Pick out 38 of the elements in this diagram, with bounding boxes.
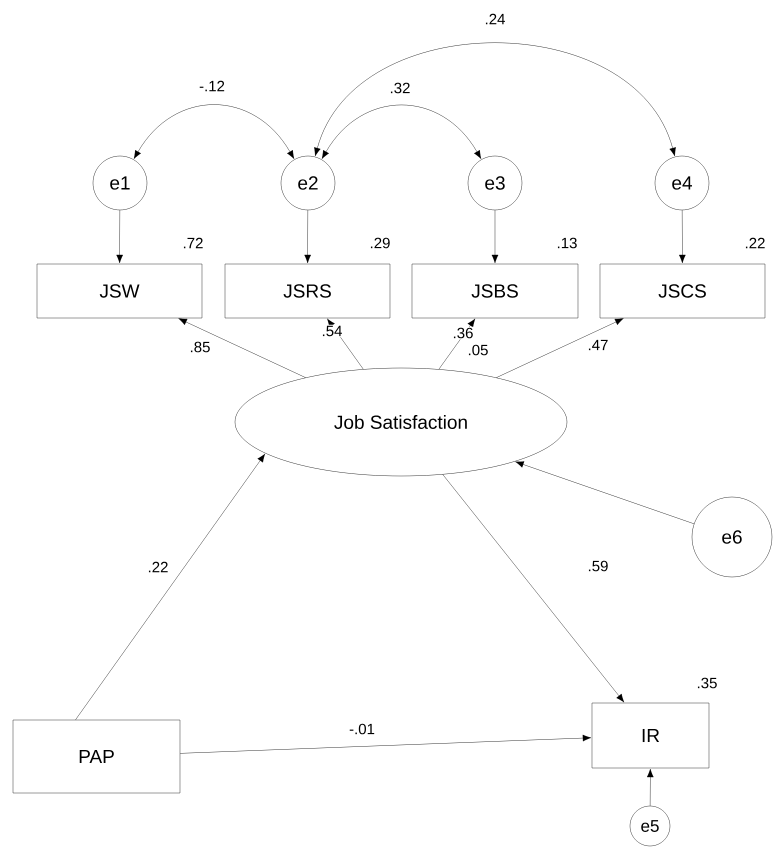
edge-label: .85 [188, 340, 212, 354]
edge-label: -.01 [348, 722, 376, 736]
edge-label: .24 [484, 12, 506, 26]
variable-box: JSRS [224, 264, 390, 318]
covariance-arc [314, 42, 676, 156]
path-arrow [178, 318, 306, 378]
r-squared-value: .22 [746, 238, 765, 248]
path-arrow [678, 210, 686, 264]
covariance-arc [134, 104, 294, 159]
variable-box: JSW [36, 264, 202, 318]
variable-box: IR [592, 702, 710, 768]
variable-box: PAP [12, 720, 180, 794]
path-arrow [492, 210, 498, 264]
path-arrow [646, 768, 654, 806]
edge-label: -.12 [198, 80, 226, 92]
r-squared-value: .35 [698, 678, 717, 688]
path-arrow [496, 318, 624, 378]
r-squared-value: .13 [558, 238, 577, 248]
path-arrow [75, 454, 266, 720]
edge-label: .22 [146, 560, 170, 574]
covariance-arc [322, 104, 482, 159]
edge-label: .32 [388, 82, 412, 94]
r-squared-value: .29 [370, 238, 390, 248]
coefficient-label: .05 [468, 344, 488, 356]
r-squared-value: .72 [184, 238, 203, 248]
edge-label: .54 [320, 324, 344, 338]
path-arrow [438, 318, 476, 370]
path-arrow [116, 210, 123, 264]
path-arrow [515, 461, 694, 524]
edge-label: .47 [586, 338, 610, 352]
edge-label: .59 [586, 560, 610, 572]
variable-box: JSCS [600, 264, 766, 318]
variable-box: JSBS [412, 264, 578, 318]
path-arrow [304, 210, 311, 264]
path-arrow [180, 734, 592, 754]
path-arrow [327, 318, 364, 370]
path-arrow [442, 474, 624, 702]
edge-label: .36 [452, 326, 474, 340]
